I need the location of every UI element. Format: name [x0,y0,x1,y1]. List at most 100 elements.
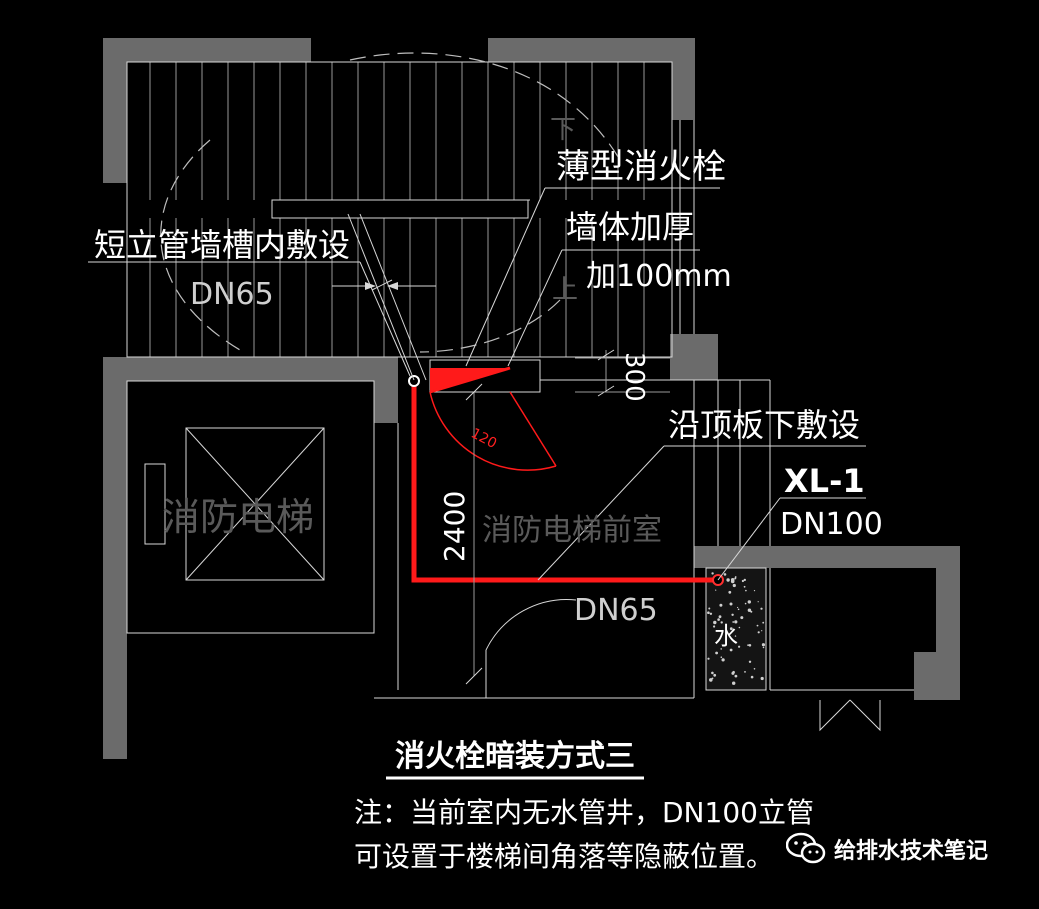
speckle [711,671,714,675]
hydrant-door-swing [429,391,557,471]
speckle [720,648,722,650]
speckle [743,578,746,582]
leader-hydrant [465,187,546,367]
speckle [747,608,752,612]
label-elevator-lobby: 消防电梯前室 [482,513,662,548]
speckle [715,651,718,655]
speckle [708,607,711,610]
slab-cut-b [359,213,427,381]
label-up: 上 [552,275,578,305]
wall-groove-arrowhead-r [387,282,398,290]
speckle [720,621,723,624]
fire-hydrant [429,366,557,471]
label-dim-300: 300 [619,352,649,402]
stair-arc [160,52,621,353]
speckle [732,621,735,623]
speckle [737,608,740,611]
caption: 消火栓暗装方式三 注：当前室内无水管井，DN100立管 可设置于楼梯间角落等隐蔽… [354,739,814,873]
speckle [734,635,737,637]
speckle [753,590,756,592]
speckle [720,656,723,658]
speckle [732,583,736,588]
label-dn65-top: DN65 [190,277,274,312]
speckle [738,626,741,629]
speckle [740,616,744,620]
plan-outlines [126,61,914,699]
speckle [707,657,710,660]
label-add-100: 加100mm [586,259,732,294]
speckle [761,643,766,647]
wall-shaft-corner [914,652,960,700]
speckle [744,602,747,605]
slab-cut-a [347,213,415,381]
water-shaft [705,567,767,691]
short-riser-node [408,375,420,387]
speckle [709,678,713,682]
caption-title: 消火栓暗装方式三 [395,739,635,774]
stair-room-outline [126,61,673,358]
speckle [747,600,751,604]
speckle [734,674,738,678]
speckle [747,644,749,646]
speckle [745,589,747,592]
wall-column [670,334,718,380]
speckle [711,677,714,680]
leader-xl1 [717,497,781,581]
wall-left-lower [103,357,127,759]
speckle [760,607,763,610]
stair-treads [149,62,645,357]
label-under-slab: 沿顶板下敷设 [668,406,860,444]
leader-slab [537,445,665,581]
label-short-riser: 短立管墙槽内敷设 [94,226,350,264]
labels: 薄型消火栓 墙体加厚 加100mm 短立管墙槽内敷设 DN65 300 沿顶板下… [94,115,883,650]
wall-mid-stub [374,357,398,423]
dim-2400-tick-bottom [465,667,483,685]
doors [485,599,881,732]
leader-short-riser [359,261,411,377]
elevator-shaft-outline [126,380,375,634]
speckle [726,578,730,582]
speckle [741,579,745,583]
label-wall-thicken: 墙体加厚 [566,208,694,246]
shaft-door-swing-2 [849,699,881,732]
dashed-circle [160,52,621,353]
speckle [762,646,765,649]
speckle [713,620,717,625]
water-shaft-box [705,567,767,691]
speckle [753,668,756,670]
speckle [744,671,746,673]
speckle [743,585,746,588]
hydrant-edge [429,366,511,394]
speckle [748,660,752,663]
speckle [748,644,752,647]
speckle [729,648,733,652]
speckle [761,630,763,632]
speckle [757,631,760,634]
lobby-door-swing [485,599,577,651]
wall-left-upper [103,38,127,183]
speckle [715,589,717,591]
speckle [756,624,759,627]
speckle [734,620,738,624]
leaders [88,187,866,581]
speckle [738,645,741,648]
label-water: 水 [714,622,738,650]
speckle [730,578,735,582]
speckle [731,671,735,675]
speckle [757,601,759,603]
wall-top-right [488,38,695,62]
dim-300-tick-bottom [597,385,615,397]
caption-note-2: 可设置于楼梯间角落等隐蔽位置。 [354,840,774,873]
speckle [721,658,725,662]
speckle [713,673,717,677]
wechat-icon [786,832,826,864]
watermark: 给排水技术笔记 [786,832,988,866]
elevator-counterweight [144,463,166,545]
dim-2400-tick-top [465,383,483,401]
speckle [750,675,754,679]
speckle [728,590,732,594]
label-riser-id: XL-1 [784,462,865,500]
speckle [729,627,733,631]
stair-rail-box [271,199,529,219]
